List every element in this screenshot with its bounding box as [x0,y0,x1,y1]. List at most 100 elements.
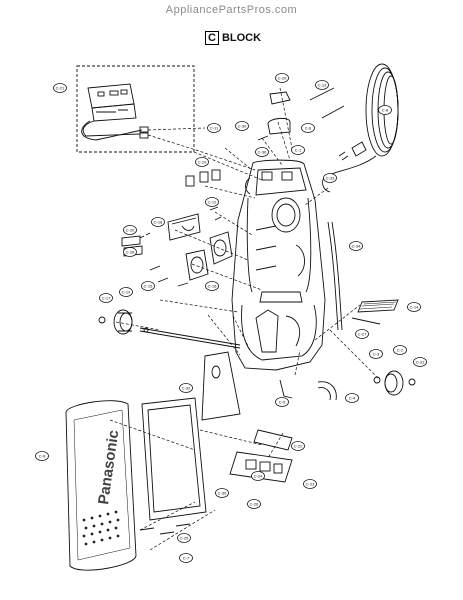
callout-circle-c-27 [275,397,289,407]
switch-bracket [167,213,201,241]
callout-circle-c-08 [291,145,305,155]
callout-circle-c-18 [119,287,133,297]
callout-circle-c-12 [123,225,137,235]
callout-circle-c-30 [291,441,305,451]
tube-rod-right [327,221,343,331]
hose-elbow [279,379,337,401]
callout-circle-c-23 [179,383,193,393]
callout-label-c-12: C-20 [126,227,135,232]
callout-circle-c-20 [141,281,155,291]
callout-label-c-20: C-15 [144,283,153,288]
callout-label-c-05: C-6 [305,125,312,130]
callout-group: C-21C-11 C-29C-13C-6 C-30C-36 C-1 C-8C-10C-3… [35,73,427,563]
block-label: BLOCK [221,32,262,44]
callout-label-c-04: C-13 [318,82,327,87]
callout-label-c-07: C-36 [258,149,267,154]
callout-label-c-01: C-21 [56,85,65,90]
callout-circle-c-35 [177,533,191,543]
callout-label-c-29: C-9 [39,453,46,458]
bag-holder-plate [201,351,241,421]
front-cover-brand-logo: Panasonic [95,429,122,506]
wheel-right [373,370,416,396]
site-watermark: AppliancePartsPros.com [165,4,298,16]
callout-label-c-03: C-29 [278,75,287,80]
callout-circle-c-25 [393,345,407,355]
main-body-housing [231,159,326,371]
callout-label-c-17: C-17 [102,295,111,300]
power-cord-coil [322,63,399,193]
leader-lines [109,87,381,551]
callout-circle-c-24 [369,349,383,359]
callout-circle-c-36 [179,553,193,563]
callout-circle-c-17 [99,293,113,303]
callout-label-c-32: C-23 [306,481,315,486]
callout-circle-c-07 [255,147,269,157]
cord-hook [257,91,291,141]
callout-circle-c-09 [378,105,392,115]
callout-label-c-19: C-16 [208,283,217,288]
callout-label-c-21: C-14 [410,304,419,309]
callout-circle-c-34 [247,499,261,509]
callout-label-c-02: C-11 [210,125,219,130]
callout-label-c-27: C-5 [279,399,286,404]
callout-circle-c-06 [235,121,249,131]
filter-mesh [351,299,399,325]
callout-label-c-36: C-7 [183,555,190,560]
callout-circle-c-05 [301,123,315,133]
callout-label-c-22: C-27 [358,331,367,336]
callout-circle-c-01 [53,83,67,93]
callout-label-c-24: C-3 [373,351,380,356]
callout-label-c-25: C-2 [397,347,404,352]
callout-label-c-18: C-19 [122,289,131,294]
callout-circle-c-28 [345,393,359,403]
inset-detail-box [76,65,195,153]
callout-circle-c-15 [349,241,363,251]
callout-label-c-11: C-33 [326,175,335,180]
callout-label-c-30: C-22 [294,443,303,448]
callout-circle-c-10 [195,157,209,167]
callout-circle-c-14 [205,197,219,207]
callout-label-c-33: C-35 [218,490,227,495]
callout-label-c-31: C-24 [254,473,263,478]
callout-circle-c-21 [407,302,421,312]
screw-rods-top [309,87,345,119]
callout-label-c-35: C-25 [180,535,189,540]
callout-label-c-23: C-32 [182,385,191,390]
callout-label-c-16: C-28 [126,249,135,254]
small-pads [139,523,191,535]
axle-rod [139,327,241,349]
callout-circle-c-02 [207,123,221,133]
callout-label-c-26: C-31 [416,359,425,364]
callout-circle-c-32 [303,479,317,489]
callout-circle-c-16 [123,247,137,257]
callout-circle-c-26 [413,357,427,367]
callout-circle-c-29 [35,451,49,461]
callout-label-c-10: C-10 [198,159,207,164]
callout-circle-c-11 [323,173,337,183]
callout-label-c-13: C-18 [154,219,163,224]
cover-frame [141,397,207,521]
callout-label-c-06: C-30 [238,123,247,128]
callout-circle-c-22 [355,329,369,339]
callout-label-c-09: C-8 [382,107,389,112]
block-letter-box: C [205,31,219,45]
filter-panel [229,429,293,483]
callout-circle-c-31 [251,471,265,481]
motor-brush-housing [185,231,233,281]
small-screws [139,206,222,287]
callout-circle-c-19 [205,281,219,291]
callout-circle-c-13 [151,217,165,227]
callout-circle-c-03 [275,73,289,83]
wheel-left [98,309,133,335]
callout-label-c-15: C-34 [352,243,361,248]
callout-label-c-34: C-26 [250,501,259,506]
front-cover [65,400,137,571]
callout-circle-c-04 [315,80,329,90]
rotary-knobs [185,169,221,187]
callout-label-c-14: C-12 [208,199,217,204]
callout-label-c-08: C-1 [295,147,302,152]
callout-label-c-28: C-4 [349,395,356,400]
